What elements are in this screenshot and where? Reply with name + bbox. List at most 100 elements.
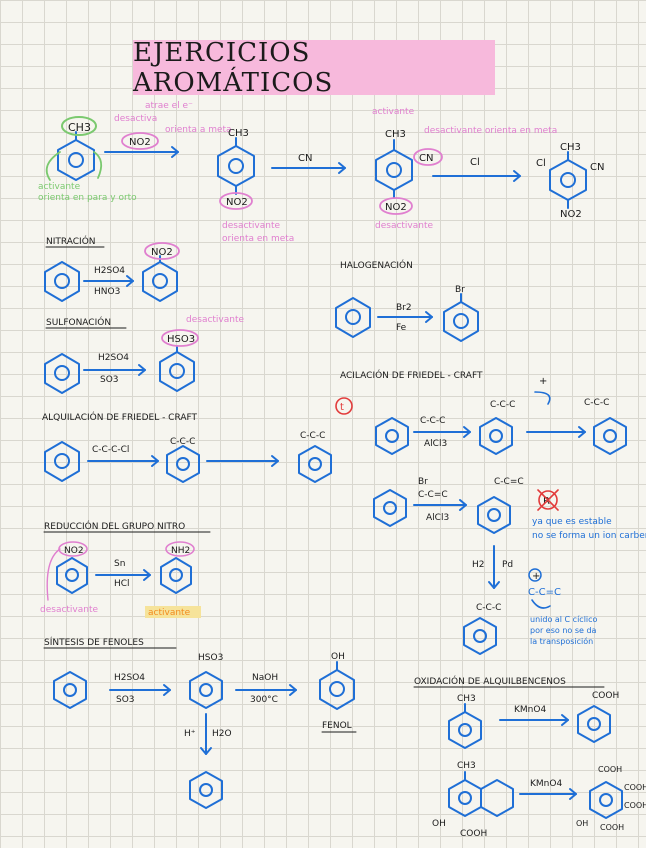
benzene-ring-icon bbox=[159, 351, 195, 392]
section-reduccion: REDUCCIÓN DEL GRUPO NITRO NO2 desactivan… bbox=[40, 520, 211, 618]
benzene-ring-icon bbox=[57, 139, 95, 181]
intro-start-note-2: orienta en para y orto bbox=[38, 193, 137, 203]
sintesis-reagent2-2: 300°C bbox=[250, 695, 278, 705]
product-left: Cl bbox=[536, 158, 546, 169]
example-charge: + bbox=[532, 571, 540, 582]
reduccion-note-2: activante bbox=[148, 608, 191, 618]
benzene-ring-icon bbox=[217, 145, 255, 187]
step1-note-1: atrae el e⁻ bbox=[145, 101, 193, 111]
sintesis-reagent-1: H2SO4 bbox=[114, 673, 145, 683]
arrow-head-icon bbox=[488, 581, 500, 589]
oxidacion-reagent-1: KMnO4 bbox=[514, 705, 546, 715]
example-catalyst: AlCl3 bbox=[426, 513, 449, 523]
halogenacion-product-group: Br bbox=[455, 285, 465, 295]
section-title-sintesis: SÍNTESIS DE FENOLES bbox=[44, 636, 144, 648]
section-title-oxidacion: OXIDACIÓN DE ALQUILBENCENOS bbox=[414, 675, 566, 687]
example-note-2: no se forma un ion carbeno bbox=[532, 531, 646, 541]
intermediate1-top: CH3 bbox=[228, 128, 249, 139]
benzene-ring-icon bbox=[160, 557, 192, 594]
arrow-head-icon bbox=[463, 426, 471, 438]
arrow-head-icon bbox=[138, 364, 146, 376]
benzene-ring-icon bbox=[189, 671, 223, 709]
benzene-ring-icon bbox=[298, 445, 332, 483]
curved-arrow-icon bbox=[93, 151, 103, 179]
oxidacion-product2-1: COOH bbox=[598, 765, 622, 774]
reduccion-reagent-2: HCl bbox=[114, 579, 130, 589]
oxidacion-start2-bottom2: COOH bbox=[460, 829, 487, 839]
intro-sequence: CH3 activante orienta en para y orto NO2… bbox=[38, 101, 604, 244]
product-right: CN bbox=[590, 162, 604, 173]
intermediate1-bottom: NO2 bbox=[226, 197, 248, 208]
arrow-head-icon bbox=[459, 499, 467, 511]
sulfonacion-reagent-2: SO3 bbox=[100, 375, 119, 385]
step1-reagent: NO2 bbox=[129, 137, 151, 148]
step3-reagent: Cl bbox=[470, 157, 480, 168]
intermediate2-top: CH3 bbox=[385, 129, 406, 140]
benzene-ring-icon bbox=[44, 261, 80, 302]
arrow-head-icon bbox=[143, 569, 151, 581]
acilacion-intermediate-group: C-C-C bbox=[490, 400, 515, 410]
sintesis-down-reagent-1: H⁺ bbox=[184, 729, 196, 739]
alquilacion-intermediate: C-C-C bbox=[170, 437, 195, 447]
benzene-ring-icon bbox=[335, 297, 371, 338]
intro-start-note-1: activante bbox=[38, 182, 81, 192]
intro-start-substituent: CH3 bbox=[68, 121, 91, 134]
example-product2-group: C-C-C bbox=[476, 603, 501, 613]
arrow-head-icon bbox=[425, 311, 433, 323]
oxidacion-start2-bottom: OH bbox=[432, 819, 446, 829]
arrow-head-icon bbox=[151, 455, 159, 467]
benzene-ring-icon bbox=[479, 417, 513, 455]
section-nitracion: NITRACIÓN H2SO4 HNO3 NO2 bbox=[44, 235, 180, 302]
benzene-ring-icon bbox=[463, 617, 497, 655]
benzene-ring-icon bbox=[373, 489, 407, 527]
arrow-head-icon bbox=[561, 714, 569, 726]
benzene-ring-icon bbox=[142, 261, 178, 302]
intermediate2-note-2: desactivante orienta en meta bbox=[424, 126, 557, 136]
arrow-head-icon bbox=[338, 162, 346, 174]
section-acilacion: ACILACIÓN DE FRIEDEL - CRAFT t C-C-C AlC… bbox=[335, 369, 627, 455]
example-note2-1: unido al C cíclico bbox=[530, 615, 598, 624]
benzene-ring-icon bbox=[593, 417, 627, 455]
nitracion-reagent-2: HNO3 bbox=[94, 287, 120, 297]
benzene-ring-icon bbox=[319, 669, 355, 710]
section-title-reduccion: REDUCCIÓN DEL GRUPO NITRO bbox=[44, 520, 185, 532]
oxidacion-start1: CH3 bbox=[457, 694, 476, 704]
example-product-group: C-C=C bbox=[494, 477, 524, 487]
intermediate1-note-1: desactivante bbox=[222, 221, 281, 231]
arrow-head-icon bbox=[513, 170, 521, 182]
product-top: CH3 bbox=[560, 142, 581, 153]
oxidacion-product2-4: COOH bbox=[600, 823, 624, 832]
sulfonacion-note: desactivante bbox=[186, 315, 245, 325]
benzene-ring-icon bbox=[375, 149, 413, 191]
benzene-ring-icon bbox=[189, 771, 223, 809]
nitracion-product-group: NO2 bbox=[151, 247, 173, 258]
step2-reagent: CN bbox=[298, 153, 312, 164]
arrow-head-icon bbox=[126, 275, 134, 287]
oxidacion-start2-top: CH3 bbox=[457, 761, 476, 771]
oxidacion-product2-3: COOH bbox=[624, 801, 646, 810]
section-alquilacion: ALQUILACIÓN DE FRIEDEL - CRAFT C-C-C-Cl … bbox=[42, 411, 332, 483]
intermediate1-note-2: orienta en meta bbox=[222, 234, 294, 244]
alquilacion-product-group: C-C-C bbox=[300, 431, 325, 441]
section-title-acilacion: ACILACIÓN DE FRIEDEL - CRAFT bbox=[340, 369, 483, 381]
benzene-ring-icon bbox=[166, 445, 200, 483]
circled-marker-icon bbox=[335, 397, 353, 415]
arrow-head-icon bbox=[171, 146, 179, 158]
intermediate2-right: CN bbox=[419, 153, 433, 164]
page-title: EJERCICIOS AROMÁTICOS bbox=[133, 37, 334, 98]
circled-marker-label: t bbox=[340, 402, 344, 413]
sintesis-product-name: FENOL bbox=[322, 721, 352, 731]
sintesis-reagent2-1: NaOH bbox=[252, 673, 278, 683]
nitracion-reagent-1: H2SO4 bbox=[94, 266, 125, 276]
arrow-head-icon bbox=[163, 684, 171, 696]
acilacion-charge: + bbox=[539, 376, 547, 387]
section-title-alquilacion: ALQUILACIÓN DE FRIEDEL - CRAFT bbox=[42, 411, 198, 423]
section-title-sulfonacion: SULFONACIÓN bbox=[46, 316, 111, 328]
example-note2-3: la transposición bbox=[530, 636, 593, 646]
intermediate2-note-1: activante bbox=[372, 107, 415, 117]
alquilacion-reagent: C-C-C-Cl bbox=[92, 445, 129, 455]
reduccion-start-group: NO2 bbox=[64, 546, 84, 556]
curved-arrow-icon bbox=[45, 151, 61, 181]
sulfonacion-reagent-1: H2SO4 bbox=[98, 353, 129, 363]
